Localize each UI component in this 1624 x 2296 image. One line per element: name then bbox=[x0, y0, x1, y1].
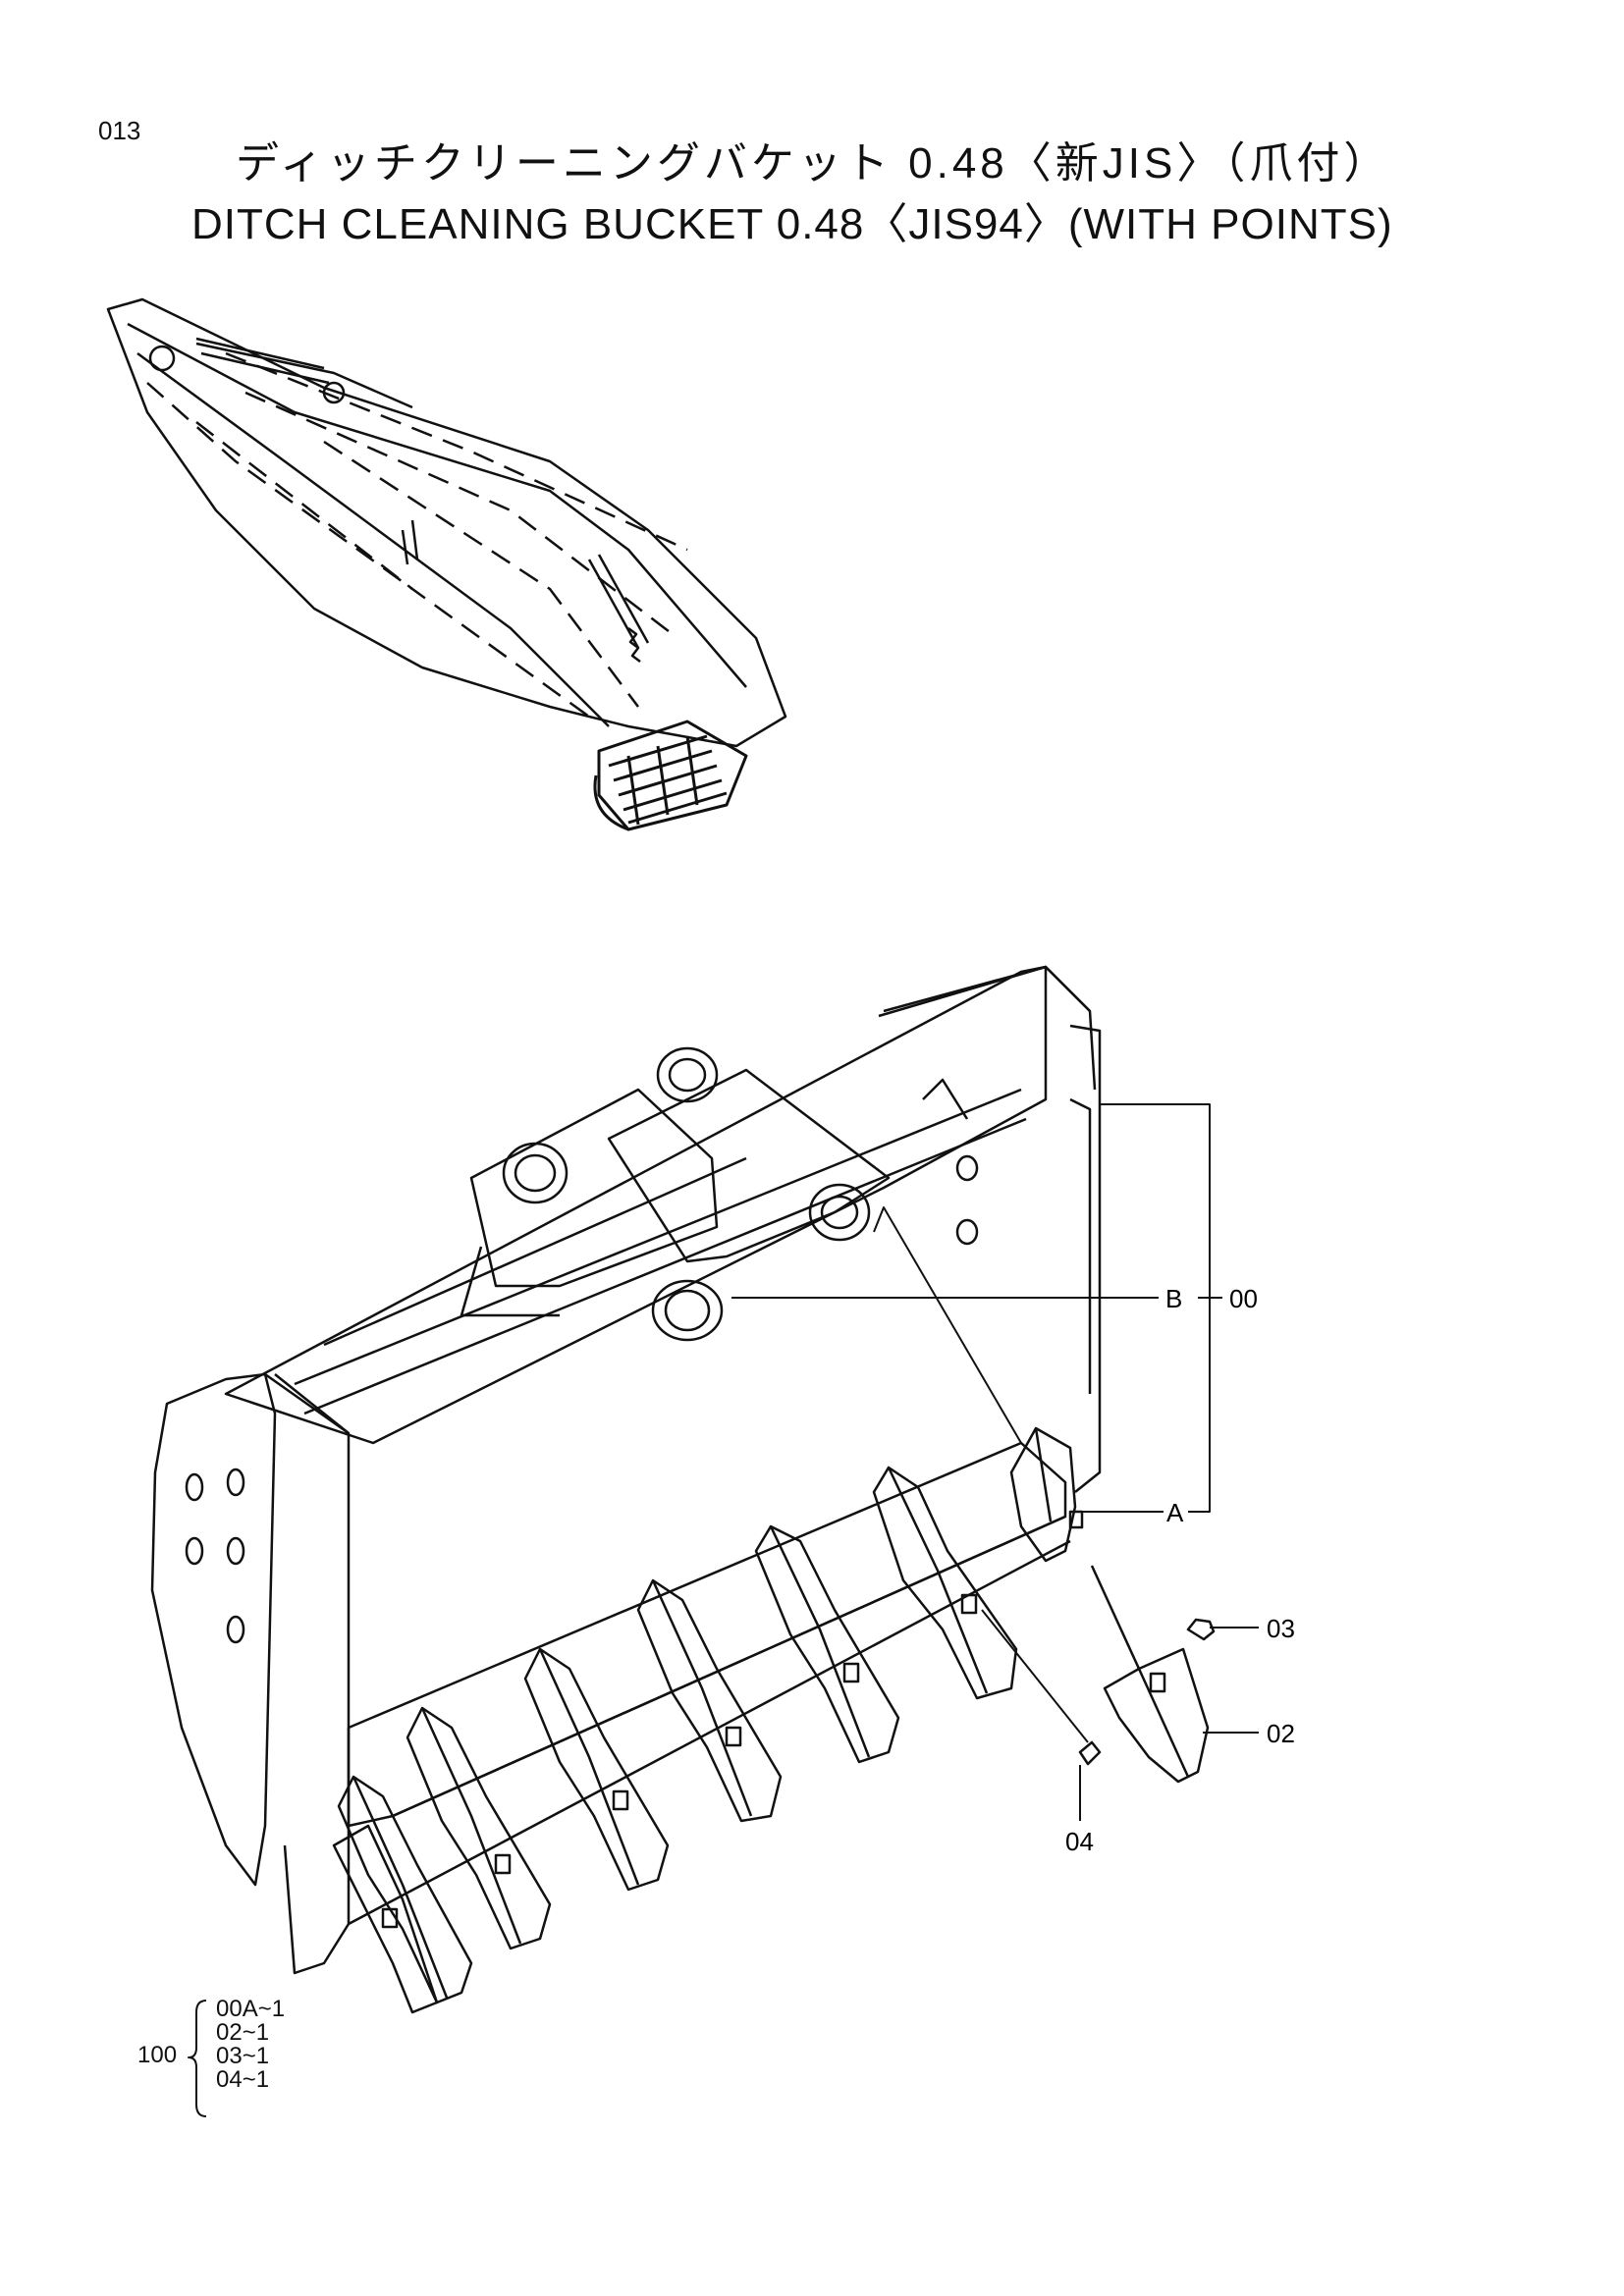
kit-brace bbox=[188, 2000, 207, 2117]
kit-item: 04~1 bbox=[216, 2066, 270, 2093]
callout-part-03: 03 bbox=[1267, 1614, 1295, 1643]
bucket-teeth bbox=[332, 1426, 1084, 2014]
kit-item: 03~1 bbox=[216, 2043, 270, 2069]
callout-b-label: B bbox=[1165, 1284, 1182, 1313]
callout-part-00: 00 bbox=[1229, 1284, 1258, 1313]
callout-part-02: 02 bbox=[1267, 1719, 1295, 1748]
ditch-cleaning-bucket bbox=[150, 965, 1102, 1975]
callout-lines bbox=[731, 1103, 1259, 1821]
callout-part-04: 04 bbox=[1065, 1827, 1094, 1856]
kit-items: 00A~1 02~1 03~1 04~1 bbox=[216, 1998, 285, 2092]
title-japanese: ディッチクリーニングバケット 0.48〈新JIS〉（爪付） bbox=[236, 139, 1391, 187]
callout-a-label: A bbox=[1166, 1498, 1184, 1527]
kit-quantity: 100 bbox=[137, 2042, 178, 2068]
exploded-tooth bbox=[1078, 1565, 1216, 1784]
excavator-arm-overview bbox=[106, 297, 787, 831]
page-number: 013 bbox=[98, 116, 141, 145]
kit-item: 00A~1 bbox=[216, 1996, 286, 2022]
kit-item: 02~1 bbox=[216, 2019, 270, 2046]
title-english: DITCH CLEANING BUCKET 0.48〈JIS94〉(WITH P… bbox=[191, 200, 1393, 248]
